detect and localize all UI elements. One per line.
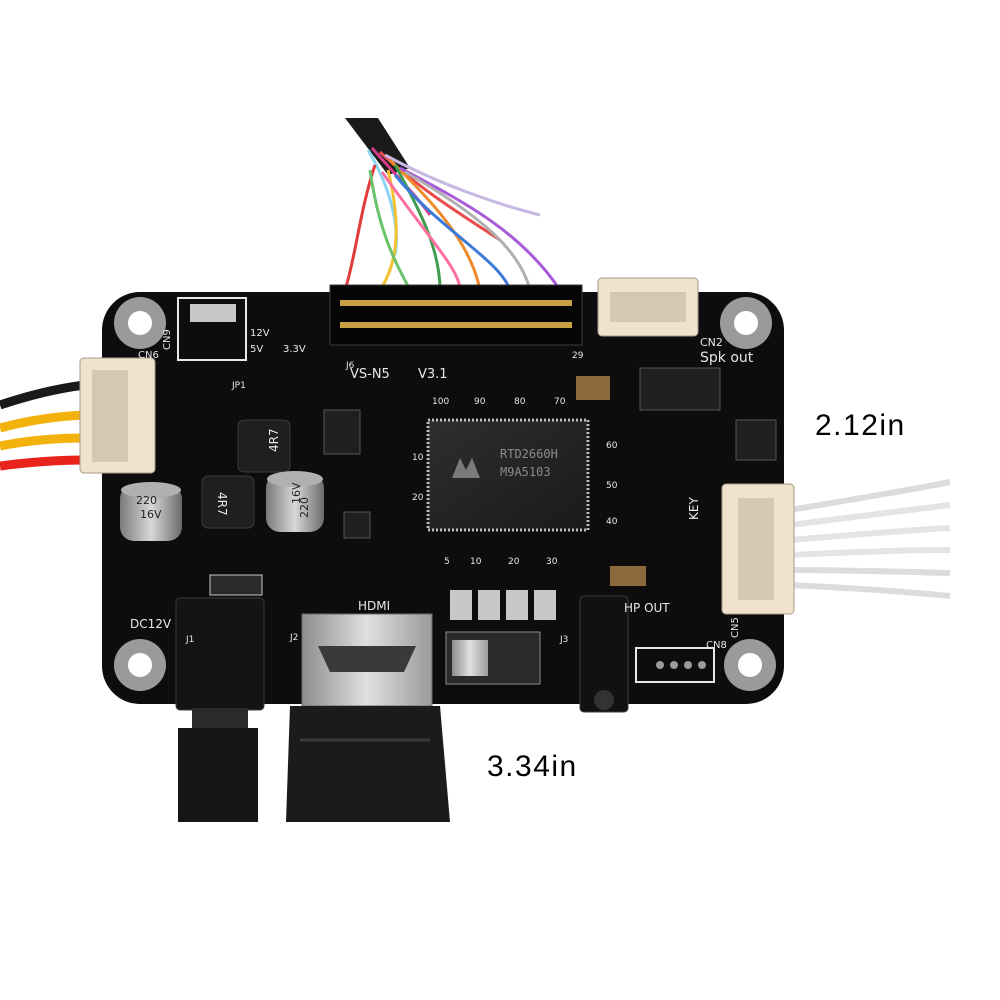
svg-text:10: 10 (470, 557, 482, 567)
height-dimension-label: 2.12in (815, 409, 906, 442)
label-cn2: CN2 (700, 336, 723, 349)
svg-text:90: 90 (474, 397, 486, 407)
chip-marking-line2: M9A5103 (500, 465, 551, 479)
lvds-cable (343, 118, 562, 291)
svg-text:40: 40 (606, 517, 618, 527)
lvds-header (329, 284, 583, 346)
inductor-1-label: 4R7 (267, 428, 281, 452)
dc-cable (178, 728, 258, 822)
svg-text:80: 80 (514, 397, 526, 407)
svg-text:50: 50 (606, 481, 618, 491)
audio-jack (579, 595, 629, 713)
svg-text:30: 30 (546, 557, 558, 567)
hdmi-cable (286, 706, 450, 822)
svg-text:10: 10 (412, 453, 424, 463)
svg-text:60: 60 (606, 441, 618, 451)
label-hdmi: HDMI (358, 599, 390, 613)
label-dc12v: DC12V (130, 617, 172, 631)
svg-text:20: 20 (412, 493, 424, 503)
label-j3: J3 (559, 635, 568, 645)
label-hp-out: HP OUT (624, 601, 670, 615)
label-j6: J6 (345, 361, 355, 371)
label-cn5: CN5 (730, 617, 741, 638)
inductor-1 (237, 419, 291, 473)
label-jp1: JP1 (231, 381, 246, 391)
label-cn6: CN6 (138, 350, 159, 361)
cn8-header (635, 647, 715, 683)
power-cable (0, 380, 86, 471)
label-5v: 5V (250, 344, 263, 355)
inductor-2 (201, 475, 255, 529)
label-33v: 3.3V (283, 344, 306, 355)
cap2-value: 220 (298, 497, 311, 518)
label-j2: J2 (289, 633, 298, 643)
board-version: V3.1 (418, 367, 448, 382)
capacitor-1 (120, 482, 182, 541)
cn9-pad (177, 297, 247, 361)
cap2-voltage: 16V (290, 482, 303, 504)
label-j1: J1 (185, 635, 194, 645)
dc-jack (175, 597, 265, 732)
svg-text:5: 5 (444, 557, 450, 567)
smd-components (209, 367, 777, 620)
label-key: KEY (687, 497, 701, 520)
label-cn8: CN8 (706, 640, 727, 651)
cap1-value: 220 (136, 494, 157, 507)
hdmi-connector (301, 613, 433, 707)
label-12v: 12V (250, 328, 270, 339)
mounting-holes (114, 297, 776, 691)
chip-marking-line1: RTD2660H (500, 447, 558, 461)
label-cn9: CN9 (162, 329, 173, 350)
silkscreen-text: VS-N5 V3.1 CN2 Spk out CN9 CN6 12V 5V 3.… (130, 328, 754, 651)
label-pin29: 29 (572, 351, 584, 361)
cap1-voltage: 16V (140, 508, 162, 521)
lvds-header-pins (340, 300, 572, 328)
svg-text:100: 100 (432, 397, 449, 407)
chip-ticks: 100 90 80 70 10 20 5 10 20 30 60 50 40 (412, 397, 618, 567)
inductor-2-label: 4R7 (215, 492, 229, 516)
svg-text:70: 70 (554, 397, 566, 407)
key-cable (789, 479, 951, 599)
width-dimension-label: 3.34in (487, 750, 578, 783)
label-spk-out: Spk out (700, 350, 754, 366)
board-model: VS-N5 (350, 367, 390, 382)
capacitor-2 (266, 471, 324, 532)
svg-text:20: 20 (508, 557, 520, 567)
chip-logo (452, 458, 480, 478)
